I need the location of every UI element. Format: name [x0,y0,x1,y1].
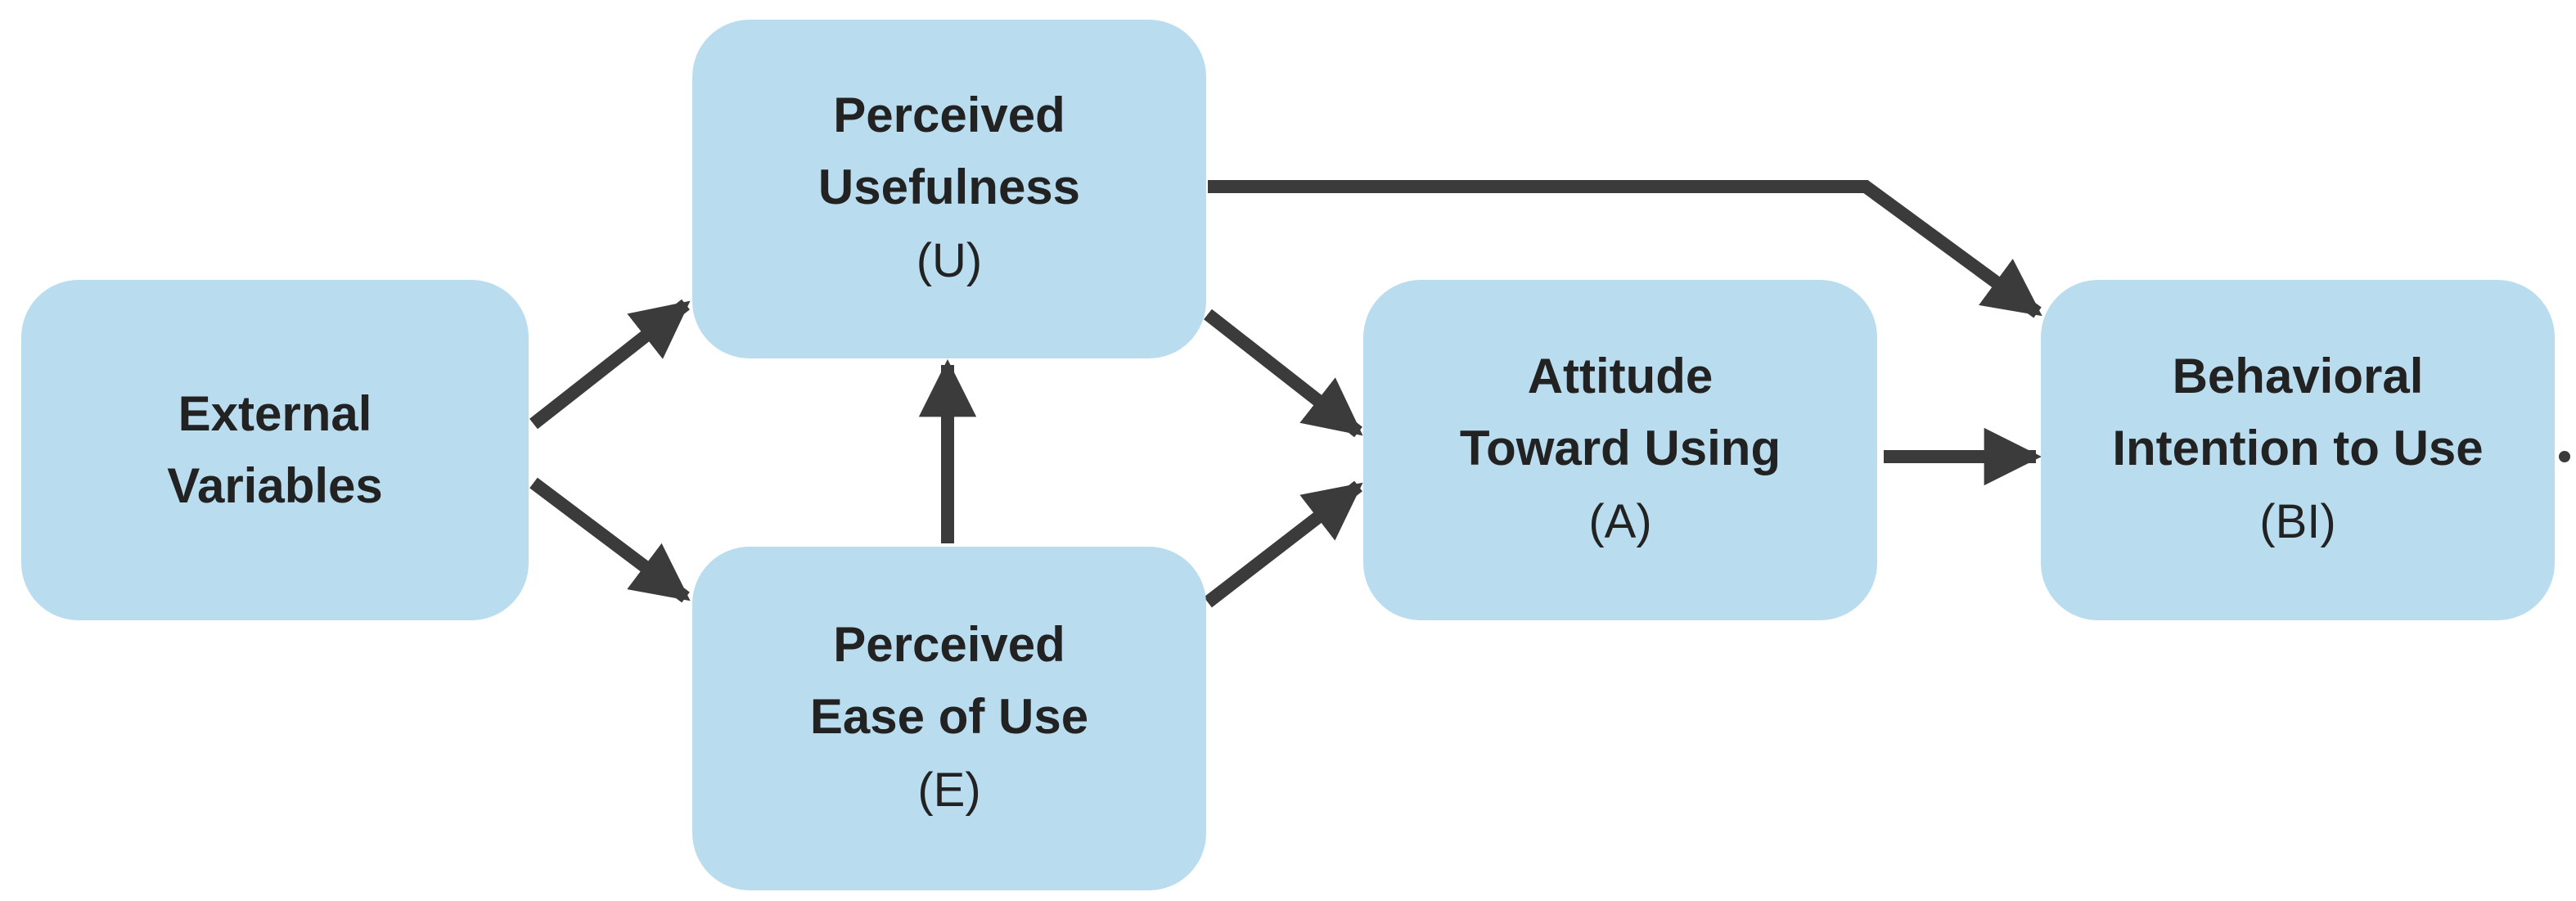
arrow-ease-to-attitude [1204,480,1363,608]
node-external-line2: Variables [167,458,383,513]
node-attitude-toward-using: Attitude Toward Using (A) [1363,280,1877,620]
node-usefulness-line2: Usefulness [817,160,1081,214]
node-behavioral-intention: Behavioral Intention to Use (BI) [2041,280,2555,620]
node-ease-line2: Ease of Use [809,689,1089,744]
node-usefulness-line1: Perceived [833,88,1065,142]
node-intention-line2: Intention to Use [2112,421,2484,475]
arrow-usefulness-to-intention [1208,180,2042,318]
node-perceived-ease-of-use: Perceived Ease of Use (E) [692,547,1206,890]
arrow-usefulness-to-attitude [1204,309,1363,438]
arrow-external-to-usefulness [529,299,691,430]
arrow-external-to-ease [529,477,691,603]
node-attitude-abbr: (A) [1588,495,1652,548]
node-external-variables: External Variables [21,280,529,620]
node-intention-line1: Behavioral [2172,349,2424,403]
node-attitude-line2: Toward Using [1459,421,1781,475]
node-external-line1: External [178,386,372,441]
edge-dot [2559,451,2570,462]
node-ease-abbr: (E) [917,764,981,817]
node-intention-abbr: (BI) [2259,495,2336,548]
node-ease-line1: Perceived [833,617,1065,672]
node-usefulness-abbr: (U) [916,234,983,287]
node-attitude-line1: Attitude [1527,349,1714,403]
node-perceived-usefulness: Perceived Usefulness (U) [692,20,1206,358]
